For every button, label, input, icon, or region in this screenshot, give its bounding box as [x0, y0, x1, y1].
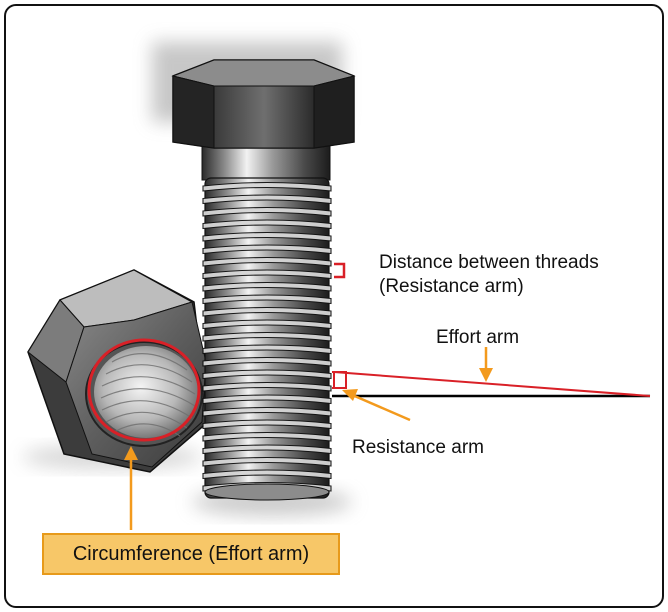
thread-ridge — [202, 281, 332, 292]
thread-ridge — [202, 219, 332, 230]
thread-ridge — [202, 306, 332, 317]
thread-ridge — [202, 244, 332, 255]
resistance-arm-label: Resistance arm — [352, 437, 484, 458]
thread-ridge — [202, 194, 332, 205]
thread-ridge — [202, 444, 332, 455]
thread-ridge — [202, 431, 332, 442]
thread-ridge — [202, 419, 332, 430]
thread-ridge — [202, 344, 332, 355]
thread-distance-label-line1: Distance between threads — [379, 252, 599, 273]
thread-ridge — [202, 269, 332, 280]
thread-ridge — [202, 331, 332, 342]
thread-ridge — [202, 181, 332, 192]
thread-ridge — [202, 469, 332, 480]
thread-ridge — [202, 319, 332, 330]
thread-distance-bracket — [334, 262, 346, 279]
circumference-pointer — [124, 446, 138, 530]
thread-ridge — [202, 256, 332, 267]
thread-ridge — [202, 456, 332, 467]
effort-arm-label: Effort arm — [436, 327, 520, 348]
bolt-nut-illustration — [22, 42, 651, 530]
effort-arm-pointer — [479, 347, 493, 382]
diagram-frame: Distance between threads (Resistance arm… — [4, 4, 664, 608]
thread-ridge — [202, 406, 332, 417]
thread-ridge — [202, 369, 332, 380]
circumference-highlight — [87, 338, 201, 442]
thread-ridge — [202, 294, 332, 305]
hex-bolt — [171, 59, 356, 501]
thread-ridge — [202, 206, 332, 217]
thread-distance-label-line2: (Resistance arm) — [379, 276, 524, 297]
resistance-arm-pointer — [342, 389, 411, 422]
thread-ridge — [202, 356, 332, 367]
thread-ridge — [202, 381, 332, 392]
thread-ridge — [202, 231, 332, 242]
effort-arm-wedge — [333, 371, 651, 397]
hex-nut — [27, 269, 209, 473]
circumference-label: Circumference (Effort arm) — [42, 533, 340, 575]
thread-ridge — [202, 394, 332, 405]
resistance-arm-bracket — [332, 371, 347, 389]
